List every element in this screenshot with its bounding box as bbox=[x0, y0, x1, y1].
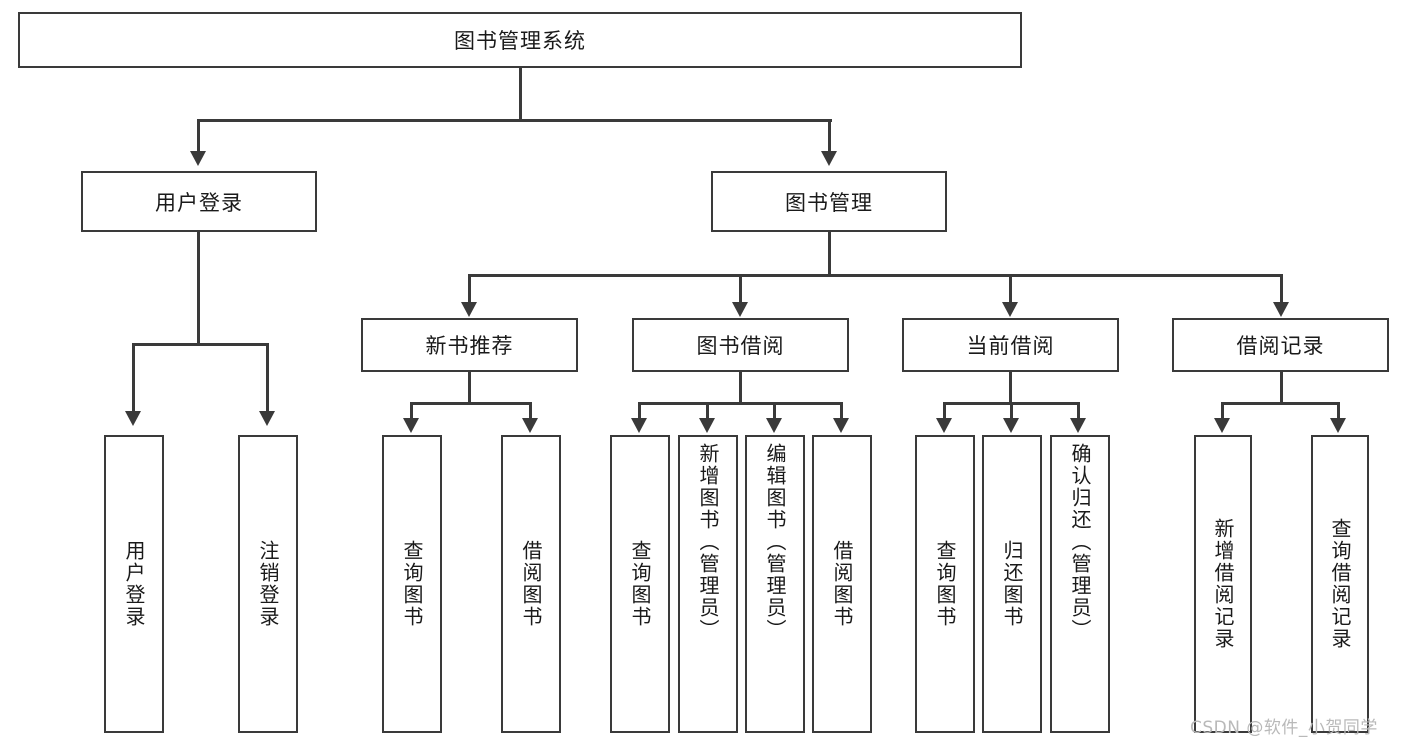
leaf-book-borrow-3[interactable]: 借阅图书 bbox=[812, 435, 872, 733]
arrow-new-book-leaf2 bbox=[522, 418, 538, 433]
arrow-user-login-leaf1 bbox=[125, 411, 141, 426]
arrow-to-borrow-record bbox=[1273, 302, 1289, 317]
leaf-user-login-0[interactable]: 用户登录 bbox=[104, 435, 164, 733]
connector-current-borrow-leaf2 bbox=[1010, 402, 1013, 420]
connector-user-login-leaf2 bbox=[266, 343, 269, 413]
leaf-label: 新增图书（管理员） bbox=[696, 443, 720, 641]
leaf-new-book-0[interactable]: 查询图书 bbox=[382, 435, 442, 733]
connector-root-stem bbox=[519, 68, 522, 119]
leaf-label: 查询借阅记录 bbox=[1328, 518, 1352, 650]
leaf-current-borrow-2[interactable]: 确认归还（管理员） bbox=[1050, 435, 1110, 733]
connector-book-manage-stem bbox=[828, 232, 831, 274]
csdn-watermark: CSDN @软件_小贺同学 bbox=[1190, 718, 1378, 738]
connector-new-book-bus bbox=[410, 402, 532, 405]
leaf-book-borrow-2[interactable]: 编辑图书（管理员） bbox=[745, 435, 805, 733]
arrow-to-book-manage bbox=[821, 151, 837, 166]
connector-current-borrow-leaf1 bbox=[943, 402, 946, 420]
connector-user-login-bus bbox=[132, 343, 269, 346]
connector-to-book-borrow bbox=[739, 274, 742, 304]
connector-to-borrow-record bbox=[1280, 274, 1283, 304]
node-book-borrow[interactable]: 图书借阅 bbox=[632, 318, 849, 372]
leaf-borrow-record-0[interactable]: 新增借阅记录 bbox=[1194, 435, 1252, 733]
connector-book-borrow-bus bbox=[638, 402, 842, 405]
leaf-label: 新增借阅记录 bbox=[1211, 518, 1235, 650]
node-book-manage[interactable]: 图书管理 bbox=[711, 171, 947, 232]
leaf-label: 用户登录 bbox=[122, 540, 146, 628]
leaf-current-borrow-1[interactable]: 归还图书 bbox=[982, 435, 1042, 733]
connector-book-borrow-leaf3 bbox=[773, 402, 776, 420]
arrow-to-user-login bbox=[190, 151, 206, 166]
connector-current-borrow-leaf3 bbox=[1077, 402, 1080, 420]
connector-book-borrow-leaf1 bbox=[638, 402, 641, 420]
connector-to-current-borrow bbox=[1009, 274, 1012, 304]
connector-user-login-stem bbox=[197, 232, 200, 343]
leaf-new-book-1[interactable]: 借阅图书 bbox=[501, 435, 561, 733]
arrow-borrow-record-leaf2 bbox=[1330, 418, 1346, 433]
arrow-current-borrow-leaf3 bbox=[1070, 418, 1086, 433]
connector-user-login-leaf1 bbox=[132, 343, 135, 413]
node-current-borrow[interactable]: 当前借阅 bbox=[902, 318, 1119, 372]
leaf-label: 查询图书 bbox=[933, 540, 957, 628]
connector-new-book-stem bbox=[468, 372, 471, 402]
leaf-label: 归还图书 bbox=[1000, 540, 1024, 628]
arrow-book-borrow-leaf3 bbox=[766, 418, 782, 433]
connector-current-borrow-stem bbox=[1009, 372, 1012, 402]
arrow-new-book-leaf1 bbox=[403, 418, 419, 433]
connector-new-book-leaf2 bbox=[529, 402, 532, 420]
connector-new-book-leaf1 bbox=[410, 402, 413, 420]
arrow-book-borrow-leaf2 bbox=[699, 418, 715, 433]
arrow-current-borrow-leaf1 bbox=[936, 418, 952, 433]
leaf-label: 借阅图书 bbox=[830, 540, 854, 628]
arrow-book-borrow-leaf4 bbox=[833, 418, 849, 433]
leaf-label: 编辑图书（管理员） bbox=[763, 443, 787, 641]
arrow-borrow-record-leaf1 bbox=[1214, 418, 1230, 433]
arrow-to-new-book bbox=[461, 302, 477, 317]
leaf-label: 查询图书 bbox=[400, 540, 424, 628]
node-borrow-record[interactable]: 借阅记录 bbox=[1172, 318, 1389, 372]
arrow-current-borrow-leaf2 bbox=[1003, 418, 1019, 433]
leaf-label: 确认归还（管理员） bbox=[1068, 443, 1092, 641]
connector-borrow-record-leaf2 bbox=[1337, 402, 1340, 420]
leaf-user-login-1[interactable]: 注销登录 bbox=[238, 435, 298, 733]
arrow-to-current-borrow bbox=[1002, 302, 1018, 317]
node-user-login[interactable]: 用户登录 bbox=[81, 171, 317, 232]
leaf-label: 注销登录 bbox=[256, 540, 280, 628]
connector-borrow-record-stem bbox=[1280, 372, 1283, 402]
leaf-borrow-record-1[interactable]: 查询借阅记录 bbox=[1311, 435, 1369, 733]
arrow-book-borrow-leaf1 bbox=[631, 418, 647, 433]
connector-book-manage-bus bbox=[468, 274, 1283, 277]
node-new-book-recommend[interactable]: 新书推荐 bbox=[361, 318, 578, 372]
leaf-book-borrow-1[interactable]: 新增图书（管理员） bbox=[678, 435, 738, 733]
connector-root-bus bbox=[198, 119, 832, 122]
connector-borrow-record-bus bbox=[1221, 402, 1339, 405]
leaf-label: 查询图书 bbox=[628, 540, 652, 628]
node-root-system[interactable]: 图书管理系统 bbox=[18, 12, 1022, 68]
connector-to-user-login bbox=[197, 119, 200, 153]
connector-to-new-book bbox=[468, 274, 471, 304]
connector-book-borrow-leaf2 bbox=[706, 402, 709, 420]
leaf-book-borrow-0[interactable]: 查询图书 bbox=[610, 435, 670, 733]
arrow-to-book-borrow bbox=[732, 302, 748, 317]
connector-book-borrow-stem bbox=[739, 372, 742, 402]
connector-book-borrow-leaf4 bbox=[840, 402, 843, 420]
connector-borrow-record-leaf1 bbox=[1221, 402, 1224, 420]
arrow-user-login-leaf2 bbox=[259, 411, 275, 426]
connector-to-book-manage bbox=[828, 119, 831, 153]
leaf-label: 借阅图书 bbox=[519, 540, 543, 628]
leaf-current-borrow-0[interactable]: 查询图书 bbox=[915, 435, 975, 733]
